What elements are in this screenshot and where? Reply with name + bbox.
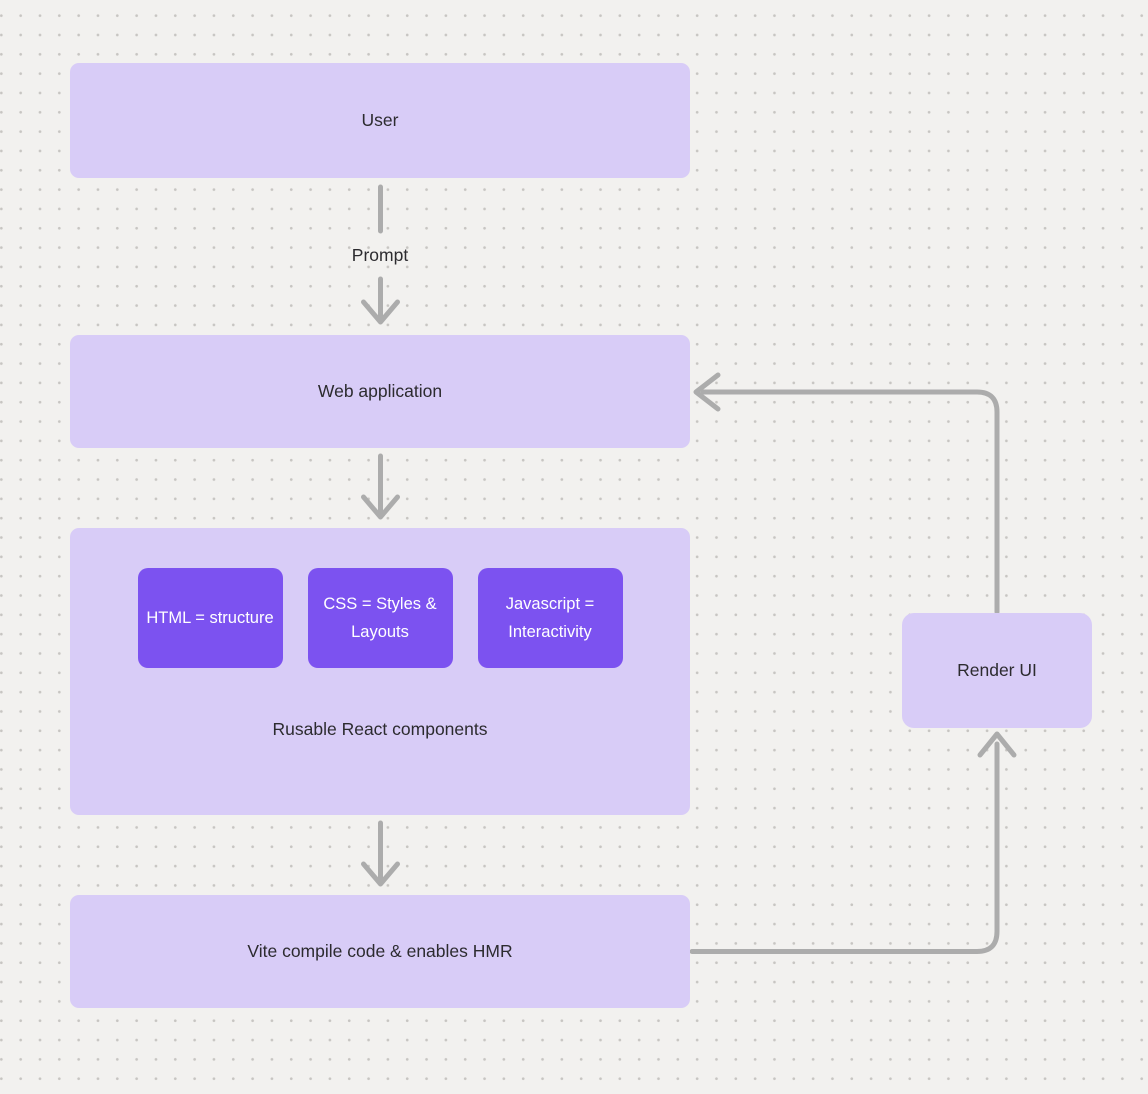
- edge-components-to-vite-arrowhead: [361, 861, 400, 887]
- components-chip-row: HTML = structure CSS = Styles & Layouts …: [70, 568, 690, 668]
- edge-vite-to-renderui-arrowhead: [977, 731, 1017, 758]
- render-ui-node-label: Render UI: [957, 659, 1037, 680]
- vite-node: Vite compile code & enables HMR: [70, 895, 690, 1008]
- render-ui-node: Render UI: [902, 613, 1092, 728]
- javascript-node-label: Javascript = Interactivity: [505, 594, 595, 641]
- edge-user-to-webapp-arrowhead: [361, 299, 400, 325]
- components-group-label: Rusable React components: [272, 719, 488, 739]
- css-node-label: CSS = Styles & Layouts: [323, 594, 437, 641]
- html-node-label: HTML = structure: [146, 608, 274, 627]
- edge-renderui-to-webapp-arrowhead: [693, 372, 721, 412]
- vite-node-label: Vite compile code & enables HMR: [247, 940, 513, 961]
- prompt-edge-label: Prompt: [351, 245, 409, 265]
- user-node: User: [70, 63, 690, 178]
- user-node-label: User: [361, 109, 399, 130]
- javascript-node: Javascript = Interactivity: [477, 568, 623, 668]
- edge-webapp-to-components-arrowhead: [361, 494, 400, 520]
- edge-vite-to-renderui-shaft: [689, 741, 1000, 954]
- components-group-node: HTML = structure CSS = Styles & Layouts …: [70, 528, 690, 815]
- web-application-node: Web application: [70, 335, 690, 448]
- edge-renderui-to-webapp-shaft: [700, 389, 1000, 615]
- web-application-node-label: Web application: [317, 380, 443, 401]
- html-node: HTML = structure: [137, 568, 283, 668]
- css-node: CSS = Styles & Layouts: [307, 568, 453, 668]
